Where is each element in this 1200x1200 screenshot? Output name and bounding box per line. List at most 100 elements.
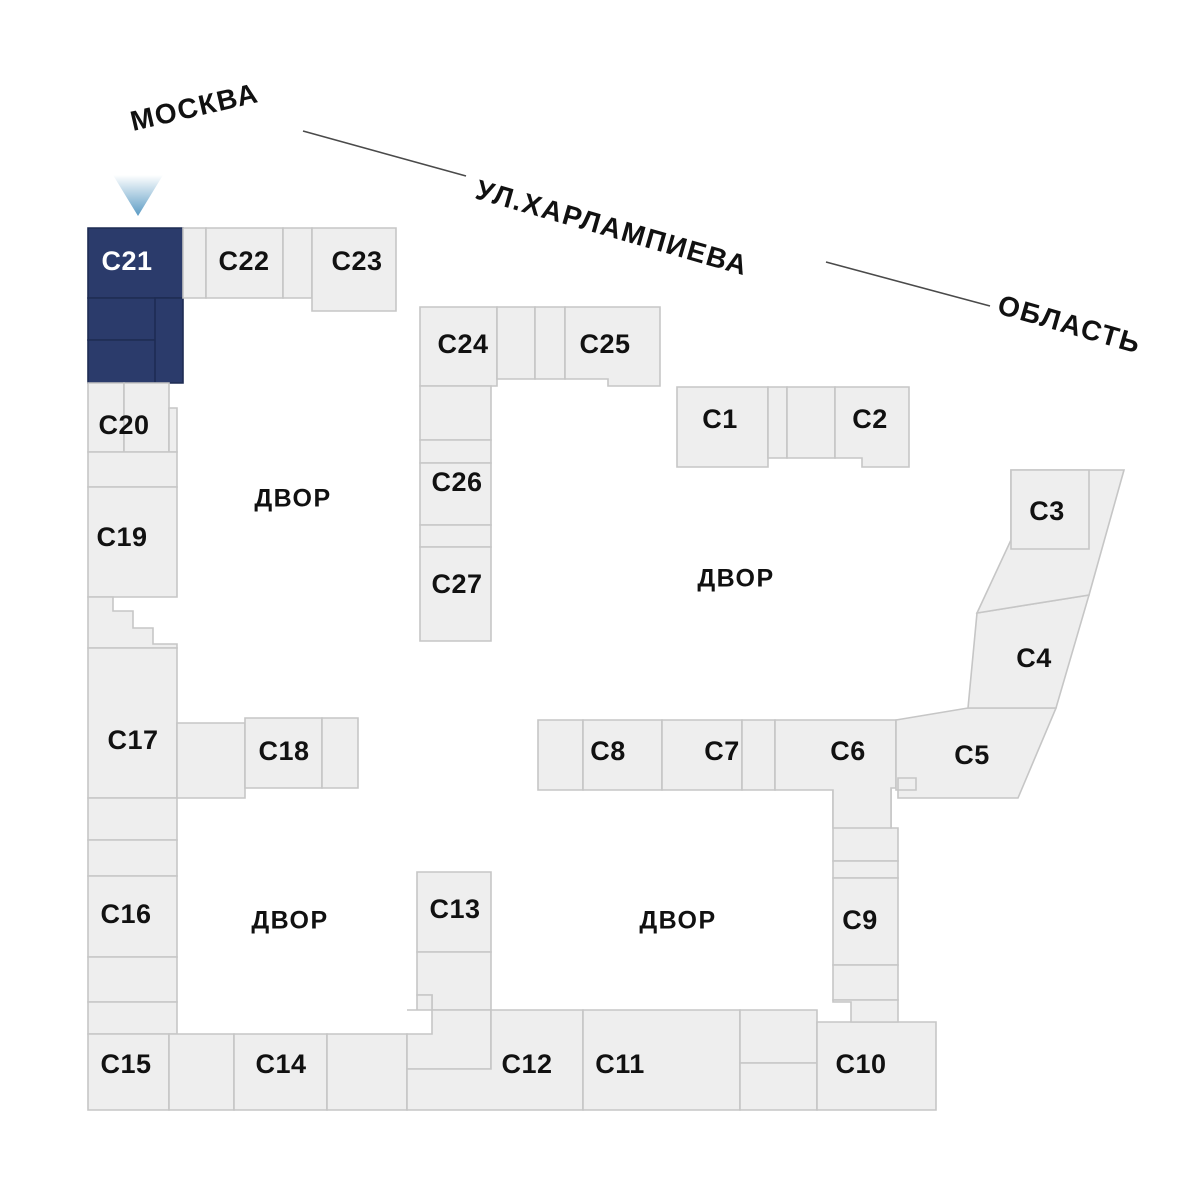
lot-shape-c22b[interactable]	[282, 227, 313, 299]
lot-c8a[interactable]	[537, 719, 584, 791]
lot-c17[interactable]: C17	[87, 647, 178, 799]
lot-c13c[interactable]	[407, 994, 433, 1011]
lot-shape-c21d[interactable]	[154, 297, 184, 384]
lot-c2[interactable]: C2	[834, 386, 910, 468]
lot-c26a[interactable]	[419, 385, 492, 441]
lot-c11[interactable]: C11	[582, 1009, 741, 1111]
lot-shape-c16a[interactable]	[87, 797, 178, 841]
lot-c16c[interactable]	[87, 956, 178, 1003]
lot-shape-c1b[interactable]	[767, 386, 788, 459]
lot-shape-c14b[interactable]	[326, 1033, 408, 1111]
lot-c11b[interactable]	[739, 1009, 818, 1064]
lot-c13[interactable]: C13	[416, 871, 492, 953]
lot-shape-c25[interactable]	[564, 306, 661, 387]
lot-shape-c16b[interactable]	[87, 839, 178, 877]
lot-shape-c9b[interactable]	[832, 860, 899, 879]
lot-c14[interactable]: C14	[233, 1033, 328, 1111]
lot-shape-c18b[interactable]	[321, 717, 359, 789]
lot-c16[interactable]: C16	[87, 875, 178, 958]
lot-shape-c20c[interactable]	[87, 451, 178, 488]
lot-c1[interactable]: C1	[676, 386, 769, 468]
lot-c24c[interactable]	[534, 306, 566, 380]
lot-c18b[interactable]	[321, 717, 359, 789]
lot-shape-c24c[interactable]	[534, 306, 566, 380]
lot-c11c[interactable]	[739, 1062, 818, 1111]
lot-c15[interactable]: C15	[87, 1033, 170, 1111]
lot-c27[interactable]: C27	[419, 546, 492, 642]
lot-shape-c11b[interactable]	[739, 1009, 818, 1064]
lot-shape-c22a[interactable]	[182, 227, 207, 299]
lot-c19steps[interactable]	[87, 596, 178, 649]
lot-c9c[interactable]	[832, 964, 899, 1001]
lot-shape-c23[interactable]	[311, 227, 397, 312]
lot-shape-c15b[interactable]	[168, 1033, 235, 1111]
lot-shape-c1[interactable]	[676, 386, 769, 468]
lot-label-c24: C24	[437, 329, 488, 359]
lot-c7b[interactable]	[741, 719, 776, 791]
lot-c1b[interactable]	[767, 386, 788, 459]
lot-shape-c9c[interactable]	[832, 964, 899, 1001]
lot-c24[interactable]: C24	[419, 306, 498, 387]
lot-c22a[interactable]	[182, 227, 207, 299]
lot-shape-c9d[interactable]	[832, 999, 899, 1023]
lot-shape-c24[interactable]	[419, 306, 498, 387]
lot-shape-c12spur[interactable]	[406, 1009, 492, 1070]
lot-shape-c19steps[interactable]	[87, 596, 178, 649]
lot-c26c[interactable]	[419, 524, 492, 548]
lot-c23[interactable]: C23	[311, 227, 397, 312]
lot-c4[interactable]: C4	[967, 594, 1091, 709]
lot-c6[interactable]: C6	[774, 719, 897, 829]
lot-c22[interactable]: C22	[205, 227, 284, 299]
lot-c26[interactable]: C26	[419, 462, 492, 526]
lot-c12spur[interactable]	[406, 1009, 492, 1070]
lot-c18[interactable]: C18	[244, 717, 323, 789]
lot-shape-c19[interactable]	[87, 486, 178, 598]
lot-c12[interactable]: C12	[406, 1009, 584, 1111]
lot-c9[interactable]: C9	[832, 877, 899, 966]
lot-c19[interactable]: C19	[87, 486, 178, 598]
location-marker-layer	[113, 175, 163, 216]
lot-c15b[interactable]	[168, 1033, 235, 1111]
lot-c20c[interactable]	[87, 451, 178, 488]
lot-c16b[interactable]	[87, 839, 178, 877]
lot-shape-c2[interactable]	[834, 386, 910, 468]
lot-c1c[interactable]	[786, 386, 836, 459]
lot-shape-c17b[interactable]	[176, 722, 246, 799]
lot-shape-c20b[interactable]	[168, 407, 178, 453]
lot-c17b[interactable]	[176, 722, 246, 799]
lot-shape-c26b[interactable]	[419, 439, 492, 464]
lot-shape-c13c[interactable]	[407, 994, 433, 1011]
lot-shape-c11c[interactable]	[739, 1062, 818, 1111]
lot-c3[interactable]: C3	[1010, 469, 1090, 550]
lot-shape-c24b[interactable]	[496, 306, 536, 380]
lot-c9d[interactable]	[832, 999, 899, 1023]
lot-c20b[interactable]	[168, 407, 178, 453]
lot-shape-c17[interactable]	[87, 647, 178, 799]
lot-shape-c7b[interactable]	[741, 719, 776, 791]
lot-shape-c26a[interactable]	[419, 385, 492, 441]
lot-c10[interactable]: C10	[816, 1021, 937, 1111]
lot-shape-c16d[interactable]	[87, 1001, 178, 1035]
lot-c5[interactable]: C5	[895, 707, 1058, 799]
lot-c21[interactable]: C21	[87, 227, 184, 299]
lot-shape-c1c[interactable]	[786, 386, 836, 459]
location-marker-icon[interactable]	[113, 175, 163, 216]
lot-c22b[interactable]	[282, 227, 313, 299]
lot-shape-c16c[interactable]	[87, 956, 178, 1003]
lot-c16d[interactable]	[87, 1001, 178, 1035]
lot-shape-c27[interactable]	[419, 546, 492, 642]
lot-shape-c3[interactable]	[1010, 469, 1090, 550]
lot-shape-c26c[interactable]	[419, 524, 492, 548]
lot-c21d[interactable]	[154, 297, 184, 384]
lot-c14b[interactable]	[326, 1033, 408, 1111]
lot-label-c7: C7	[704, 736, 740, 766]
lot-c9b[interactable]	[832, 860, 899, 879]
lot-c7[interactable]: C7	[661, 719, 743, 791]
lot-c25[interactable]: C25	[564, 306, 661, 387]
lot-shape-c8a[interactable]	[537, 719, 584, 791]
lot-c16a[interactable]	[87, 797, 178, 841]
lot-c24b[interactable]	[496, 306, 536, 380]
lot-c26b[interactable]	[419, 439, 492, 464]
lot-c8[interactable]: C8	[582, 719, 663, 791]
lot-label-c20: C20	[98, 410, 149, 440]
